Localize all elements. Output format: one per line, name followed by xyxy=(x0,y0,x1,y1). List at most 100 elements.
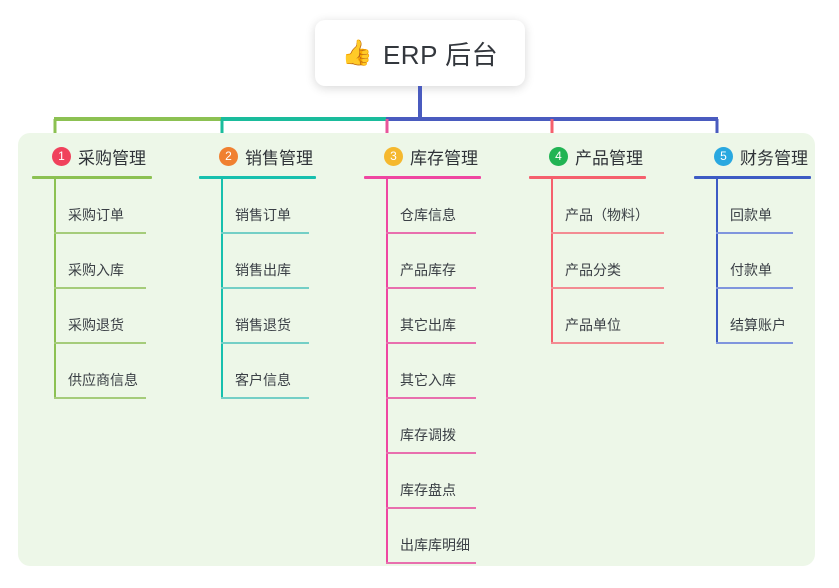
leaf-item-label: 产品分类 xyxy=(565,262,621,278)
branch-badge-5: 5 xyxy=(714,146,733,166)
leaf-item[interactable]: 仓库信息 xyxy=(386,179,481,234)
branch-badge-2: 2 xyxy=(219,146,238,166)
leaf-item-underline xyxy=(221,287,309,289)
branch-spine-1 xyxy=(54,179,56,399)
root-node[interactable]: 👍 ERP 后台 xyxy=(315,20,525,86)
leaf-item-underline xyxy=(716,232,793,234)
leaf-item[interactable]: 回款单 xyxy=(716,179,811,234)
leaf-item-underline xyxy=(54,397,146,399)
leaf-item-underline xyxy=(54,342,146,344)
leaf-item-underline xyxy=(386,232,476,234)
leaf-item-label: 其它入库 xyxy=(400,372,456,388)
leaf-item[interactable]: 采购订单 xyxy=(54,179,152,234)
branch-underline-5 xyxy=(694,176,811,179)
branch-label-4: 产品管理 xyxy=(575,148,643,168)
root-node-content: 👍 ERP 后台 xyxy=(342,35,498,72)
leaf-item-underline xyxy=(221,397,309,399)
branch-column-4: 4 产品管理产品（物料） 产品分类产品单位 xyxy=(529,143,664,344)
leaf-item[interactable]: 结算账户 xyxy=(716,289,811,344)
leaf-item-label: 出库库明细 xyxy=(400,537,470,553)
leaf-item[interactable]: 供应商信息 xyxy=(54,344,152,399)
leaf-item-underline xyxy=(551,232,664,234)
branch-column-5: 5 财务管理回款单付款单结算账户 xyxy=(694,143,811,344)
leaf-item-underline xyxy=(386,287,476,289)
branch-leaf-list-3: 仓库信息产品库存其它出库其它入库库存调拨库存盘点出库库明细 xyxy=(364,179,481,564)
leaf-item-underline xyxy=(716,342,793,344)
leaf-item-label: 销售订单 xyxy=(235,207,291,223)
leaf-item-underline xyxy=(386,507,476,509)
branch-header-2[interactable]: 2 销售管理 xyxy=(199,143,316,169)
root-node-title: ERP 后台 xyxy=(382,39,499,70)
leaf-item-label: 产品单位 xyxy=(565,317,621,333)
branch-label-3: 库存管理 xyxy=(410,148,478,168)
leaf-item-label: 其它出库 xyxy=(400,317,456,333)
branch-column-3: 3 库存管理仓库信息产品库存其它出库其它入库库存调拨库存盘点出库库明细 xyxy=(364,143,481,564)
leaf-item-label: 付款单 xyxy=(730,262,772,278)
branch-header-5[interactable]: 5 财务管理 xyxy=(694,143,811,169)
leaf-item-label: 销售退货 xyxy=(235,317,291,333)
leaf-item-label: 客户信息 xyxy=(235,372,291,388)
branch-label-5: 财务管理 xyxy=(740,148,808,168)
leaf-item-underline xyxy=(386,452,476,454)
leaf-item[interactable]: 产品分类 xyxy=(551,234,664,289)
leaf-item[interactable]: 产品库存 xyxy=(386,234,481,289)
branch-spine-2 xyxy=(221,179,223,399)
leaf-item[interactable]: 采购退货 xyxy=(54,289,152,344)
branches-panel xyxy=(18,133,815,566)
branch-label-2: 销售管理 xyxy=(245,148,313,168)
branch-underline-1 xyxy=(32,176,152,179)
leaf-item[interactable]: 其它入库 xyxy=(386,344,481,399)
leaf-item[interactable]: 库存盘点 xyxy=(386,454,481,509)
branch-leaf-list-2: 销售订单销售出库销售退货客户信息 xyxy=(199,179,316,399)
branch-badge-3: 3 xyxy=(384,146,403,166)
leaf-item-label: 采购退货 xyxy=(68,317,124,333)
leaf-item-label: 销售出库 xyxy=(235,262,291,278)
leaf-item-label: 结算账户 xyxy=(730,317,786,333)
leaf-item-underline xyxy=(386,342,476,344)
leaf-item-label: 产品（物料） xyxy=(565,207,649,223)
branch-label-1: 采购管理 xyxy=(78,148,146,168)
branch-leaf-list-5: 回款单付款单结算账户 xyxy=(694,179,811,344)
leaf-item-label: 库存调拨 xyxy=(400,427,456,443)
leaf-item-underline xyxy=(386,397,476,399)
leaf-item-underline xyxy=(221,342,309,344)
leaf-item-underline xyxy=(551,287,664,289)
leaf-item-underline xyxy=(221,232,309,234)
branch-spine-5 xyxy=(716,179,718,344)
branch-underline-3 xyxy=(364,176,481,179)
leaf-item[interactable]: 销售退货 xyxy=(221,289,316,344)
branch-header-3[interactable]: 3 库存管理 xyxy=(364,143,481,169)
leaf-item[interactable]: 客户信息 xyxy=(221,344,316,399)
branch-header-4[interactable]: 4 产品管理 xyxy=(529,143,646,169)
leaf-item[interactable]: 付款单 xyxy=(716,234,811,289)
branch-leaf-list-4: 产品（物料） 产品分类产品单位 xyxy=(529,179,664,344)
leaf-item[interactable]: 其它出库 xyxy=(386,289,481,344)
leaf-item[interactable]: 出库库明细 xyxy=(386,509,481,564)
leaf-item-label: 回款单 xyxy=(730,207,772,223)
branch-underline-2 xyxy=(199,176,316,179)
branch-underline-4 xyxy=(529,176,646,179)
leaf-item-label: 采购入库 xyxy=(68,262,124,278)
leaf-item[interactable]: 库存调拨 xyxy=(386,399,481,454)
leaf-item-label: 仓库信息 xyxy=(400,207,456,223)
branch-leaf-list-1: 采购订单采购入库采购退货供应商信息 xyxy=(32,179,152,399)
leaf-item[interactable]: 产品（物料） xyxy=(551,179,664,234)
leaf-item-label: 采购订单 xyxy=(68,207,124,223)
leaf-item-label: 产品库存 xyxy=(400,262,456,278)
leaf-item-underline xyxy=(551,342,664,344)
thumbs-up-icon: 👍 xyxy=(341,38,373,67)
leaf-item[interactable]: 采购入库 xyxy=(54,234,152,289)
leaf-item-underline xyxy=(54,232,146,234)
leaf-item[interactable]: 销售订单 xyxy=(221,179,316,234)
branch-spine-4 xyxy=(551,179,553,344)
leaf-item-label: 供应商信息 xyxy=(68,372,138,388)
leaf-item-underline xyxy=(54,287,146,289)
leaf-item[interactable]: 产品单位 xyxy=(551,289,664,344)
leaf-item-underline xyxy=(716,287,793,289)
leaf-item[interactable]: 销售出库 xyxy=(221,234,316,289)
branch-spine-3 xyxy=(386,179,388,564)
branch-badge-4: 4 xyxy=(549,146,568,166)
